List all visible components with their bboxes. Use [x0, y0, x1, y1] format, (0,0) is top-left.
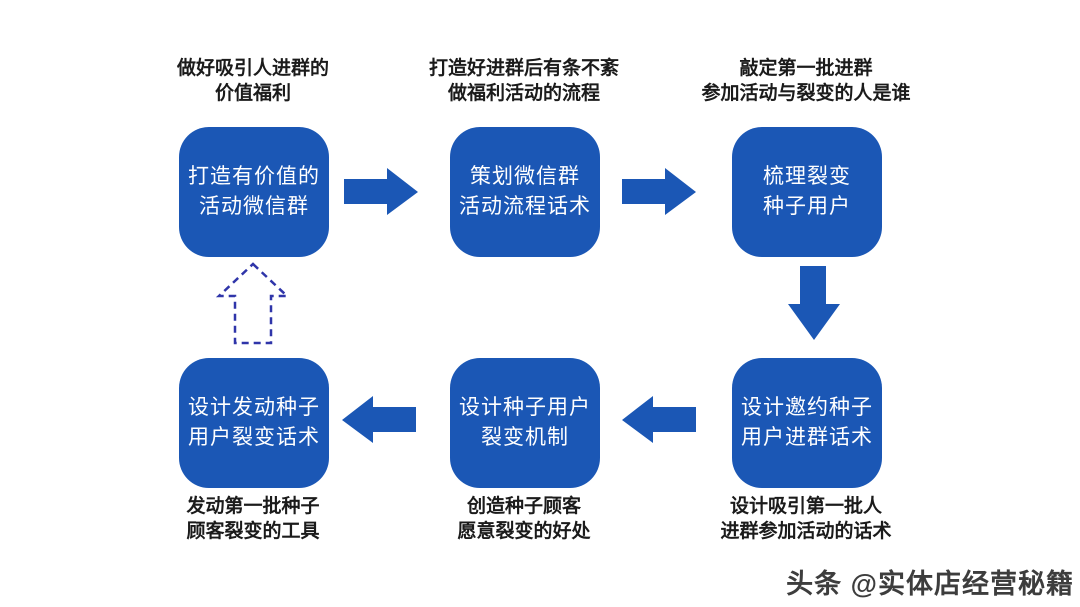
flow-box-3: 梳理裂变 种子用户 [732, 127, 882, 257]
arrow-left-icon [620, 396, 696, 444]
caption-line: 设计吸引第一批人 [729, 496, 882, 517]
arrow-right-icon [344, 168, 420, 216]
box-line: 用户裂变话术 [188, 426, 320, 449]
box-line: 种子用户 [763, 195, 851, 218]
box-line: 策划微信群 [470, 165, 580, 188]
flow-box-6: 设计发动种子 用户裂变话术 [179, 358, 329, 488]
caption-step-4: 设计吸引第一批人 进群参加活动的话术 [646, 494, 966, 544]
caption-line: 进群参加活动的话术 [720, 521, 892, 542]
arrow-right-icon [622, 168, 698, 216]
caption-line: 参加活动与裂变的人是谁 [701, 83, 911, 104]
caption-step-2: 打造好进群后有条不紊 做福利活动的流程 [364, 56, 684, 106]
caption-line: 敲定第一批进群 [739, 58, 873, 79]
flow-box-2: 策划微信群 活动流程话术 [450, 127, 600, 257]
arrow-down-icon [786, 266, 842, 342]
box-line: 设计发动种子 [188, 396, 320, 419]
flow-box-5: 设计种子用户 裂变机制 [450, 358, 600, 488]
box-line: 设计邀约种子 [741, 396, 873, 419]
caption-step-6: 发动第一批种子 顾客裂变的工具 [93, 494, 413, 544]
box-line: 活动微信群 [199, 195, 309, 218]
flow-box-1: 打造有价值的 活动微信群 [179, 127, 329, 257]
arrow-up-dashed-icon [215, 262, 291, 346]
caption-step-3: 敲定第一批进群 参加活动与裂变的人是谁 [646, 56, 966, 106]
caption-line: 价值福利 [214, 83, 291, 104]
caption-step-5: 创造种子顾客 愿意裂变的好处 [364, 494, 684, 544]
box-line: 梳理裂变 [763, 165, 851, 188]
caption-line: 做福利活动的流程 [447, 83, 600, 104]
caption-line: 愿意裂变的好处 [457, 521, 591, 542]
arrow-left-icon [340, 396, 416, 444]
box-line: 用户进群话术 [741, 426, 873, 449]
caption-line: 发动第一批种子 [186, 496, 320, 517]
caption-line: 做好吸引人进群的 [176, 58, 329, 79]
box-line: 裂变机制 [481, 426, 569, 449]
watermark-text: 头条 @实体店经营秘籍 [786, 569, 1074, 599]
caption-line: 创造种子顾客 [466, 496, 581, 517]
flow-box-4: 设计邀约种子 用户进群话术 [732, 358, 882, 488]
box-line: 活动流程话术 [459, 195, 591, 218]
caption-line: 打造好进群后有条不紊 [428, 58, 619, 79]
box-line: 设计种子用户 [459, 396, 591, 419]
caption-step-1: 做好吸引人进群的 价值福利 [93, 56, 413, 106]
box-line: 打造有价值的 [188, 165, 320, 188]
caption-line: 顾客裂变的工具 [186, 521, 320, 542]
